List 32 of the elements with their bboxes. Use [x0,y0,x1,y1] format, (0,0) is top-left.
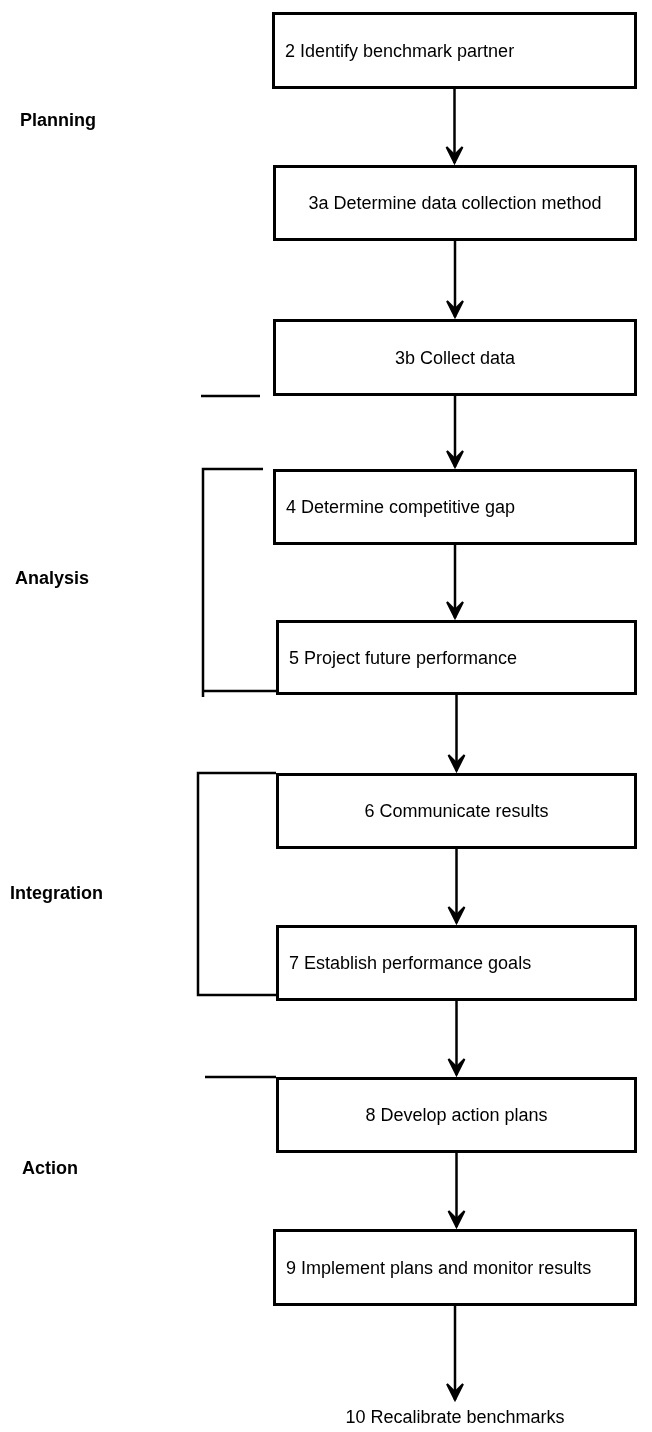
step-text: 9 Implement plans and monitor results [286,1256,593,1279]
process-box [276,925,637,1001]
phase-label: Planning [20,110,96,131]
step-text: 7 Establish performance goals [289,952,533,974]
phase-label: Analysis [15,568,90,589]
process-box [276,1077,637,1153]
process-box [273,1229,637,1306]
step-text: 6 Communicate results [363,800,550,822]
process-box [273,469,637,545]
arrow [447,849,466,924]
phase-label: Integration [10,883,103,904]
arrow [445,89,464,164]
arrow [447,1153,466,1228]
arrow [446,396,464,468]
step-text: 4 Determine competitive gap [286,496,517,518]
process-box [273,165,637,241]
arrow [446,545,464,619]
arrow [446,241,464,318]
process-box [276,773,637,849]
phase-label: Action [22,1158,78,1179]
step-text: 3b Collect data [393,346,517,369]
arrow [447,1001,466,1076]
step-text: 8 Develop action plans [364,1104,549,1126]
step-text: 3a Determine data collection method [307,192,603,214]
process-box [273,319,637,396]
step-text: 2 Identify benchmark partner [285,39,516,62]
arrow [446,1306,464,1401]
step-text: 5 Project future performance [289,646,519,669]
arrow [447,695,466,772]
process-box [272,12,637,89]
step-text: 10 Recalibrate benchmarks [344,1406,566,1428]
process-box [276,620,637,695]
